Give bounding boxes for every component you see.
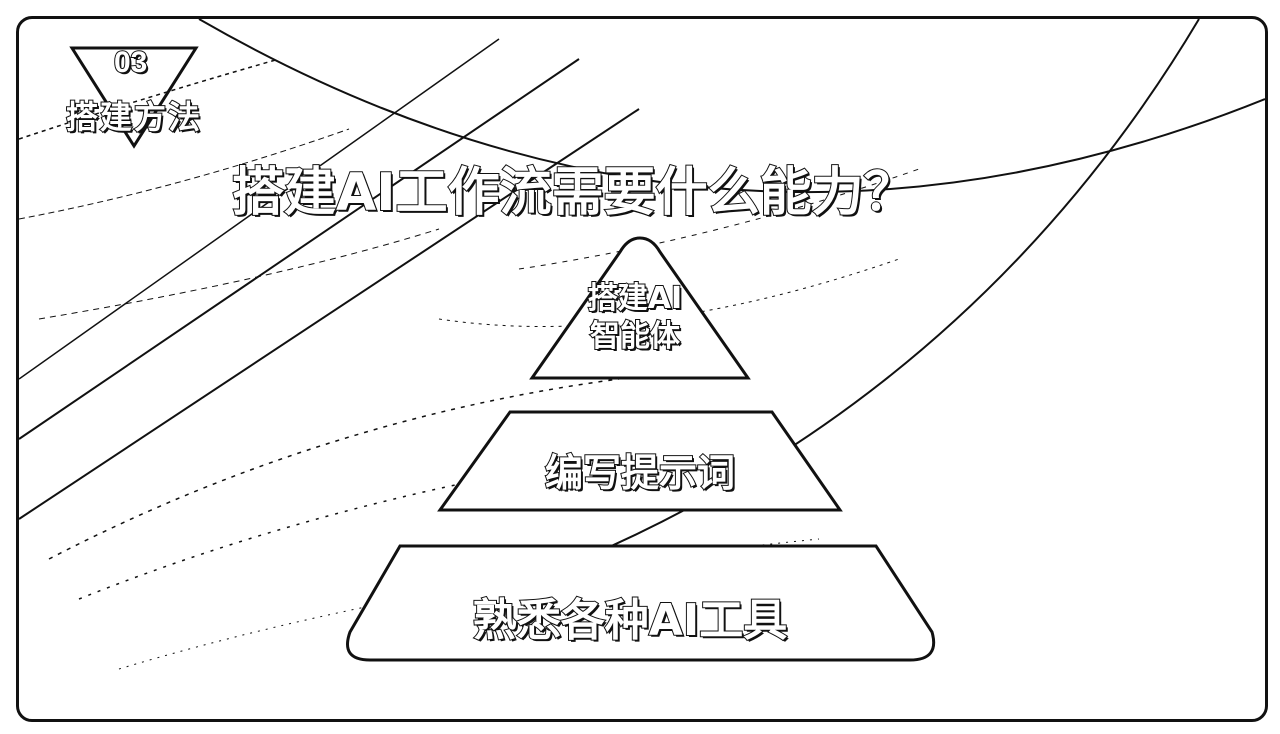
section-number: 03 <box>113 45 148 80</box>
pyramid-bottom-label: 熟悉各种AI工具 <box>472 594 788 647</box>
section-badge: 03 搭建方法 <box>56 38 206 158</box>
page-title: 搭建AI工作流需要什么能力？ <box>231 162 917 224</box>
pyramid-middle-label: 编写提示词 <box>544 450 736 496</box>
triangle-badge-icon <box>69 46 199 149</box>
pyramid-top-line-2: 智能体 <box>589 318 681 355</box>
pyramid-top-label: 搭建AI 智能体 <box>570 280 700 356</box>
section-label: 搭建方法 <box>65 97 203 137</box>
pyramid-top-line-1: 搭建AI <box>587 280 683 317</box>
